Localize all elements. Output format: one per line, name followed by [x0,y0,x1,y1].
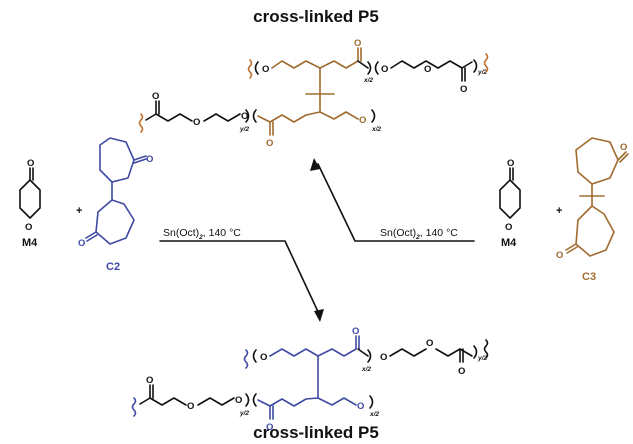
bracket-x [367,61,372,75]
svg-text:x/2: x/2 [371,126,381,133]
svg-text:O: O [458,366,465,377]
arrow-down [159,240,324,322]
svg-text:O: O [507,158,514,169]
svg-text:O: O [357,401,364,412]
svg-text:O: O [426,338,433,349]
svg-text:O: O [556,250,563,261]
monomer-label-right: M4 [501,237,517,249]
quaternary-carbon [305,89,335,113]
carbonyl-oxygen: O [354,38,361,49]
upper-left-arm [271,60,321,69]
svg-text:y/2: y/2 [239,410,249,417]
title-bottom: cross-linked P5 [253,423,379,442]
svg-text:O: O [78,238,85,249]
crosslinker-c2: O O C2 [78,137,153,273]
monomer-label-left: M4 [22,237,38,249]
carbonyl-top [357,47,362,62]
crosslinker-c3: O O C3 [556,137,629,283]
svg-text:x/2: x/2 [361,366,371,373]
arrow-up [310,158,475,242]
svg-text:y/2: y/2 [477,355,487,362]
svg-text:O: O [359,115,366,126]
bracket-y [473,59,478,73]
wavy-end [243,349,249,369]
peg-segment [390,60,439,69]
svg-text:O: O [25,222,32,233]
svg-text:O: O [260,352,267,363]
svg-text:x/2: x/2 [369,411,379,418]
svg-text:O: O [193,117,200,128]
svg-text:O: O [424,64,431,75]
oxygen-label: O [262,64,269,75]
svg-text:O: O [266,138,273,149]
polymer-top: O O x/2 O O O y/2 O O O y/2 [138,38,489,149]
svg-text:O: O [187,401,194,412]
svg-text:O: O [505,222,512,233]
crosslinker-label-left: C2 [106,261,120,273]
carbonyl-lower-left [155,100,160,115]
condition-right: Sn(Oct)2, 140 °C [380,227,458,241]
svg-text:y/2: y/2 [239,126,249,133]
monomer-m4-right: O O M4 [499,158,521,249]
svg-text:O: O [352,326,359,337]
bracket-left [254,61,259,75]
repeat-x: x/2 [363,77,373,84]
svg-text:O: O [460,84,467,95]
plus-right: + [556,205,562,217]
wavy-end-lower [138,113,144,133]
condition-left: Sn(Oct)2, 140 °C [163,227,241,241]
svg-text:O: O [152,91,159,102]
svg-text:O: O [235,395,242,406]
svg-text:O: O [27,158,34,169]
title-top: cross-linked P5 [253,7,379,26]
wavy-end [247,59,253,79]
svg-text:O: O [266,422,273,433]
crosslinker-label-right: C3 [582,271,596,283]
svg-text:O: O [146,375,153,386]
svg-text:O: O [146,154,153,165]
svg-text:O: O [620,142,627,153]
svg-text:O: O [241,111,248,122]
plus-left: + [76,205,82,217]
svg-text:O: O [380,352,387,363]
polymer-bottom: O O x/2 O O O y/2 O O O y/2 O O [131,326,489,433]
svg-text:O: O [381,64,388,75]
repeat-y: y/2 [477,69,487,76]
bracket-seg2 [374,61,379,75]
upper-right-arm [319,60,359,69]
monomer-m4-left: O O M4 [19,158,41,249]
